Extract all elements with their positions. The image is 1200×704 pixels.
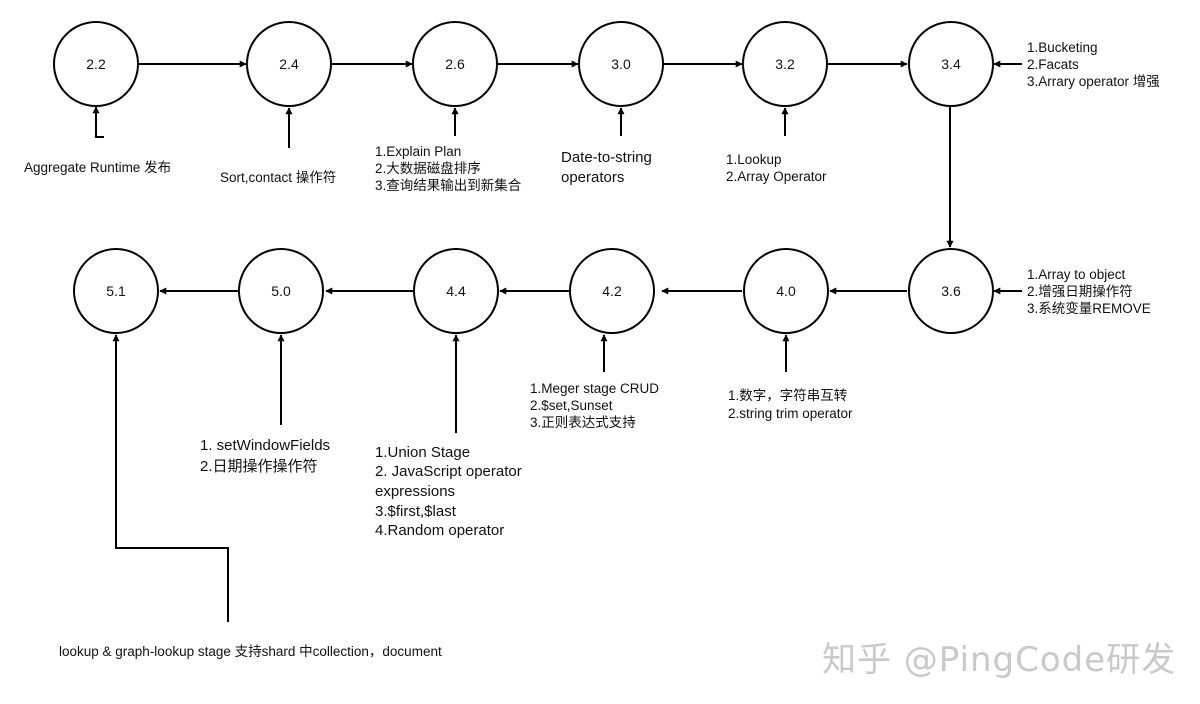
version-label: 4.0	[776, 283, 796, 299]
note-5.0: 1. setWindowFields 2.日期操作操作符	[200, 437, 330, 475]
note-3.4: 1.Bucketing 2.Facats 3.Arrary operator 增…	[1027, 40, 1160, 89]
note-line: Date-to-string	[561, 149, 652, 166]
note-line: 2.大数据磁盘排序	[375, 160, 481, 176]
version-node-4.4: 4.4	[413, 248, 499, 334]
note-line: Sort,contact 操作符	[220, 170, 336, 185]
note-2.4: Sort,contact 操作符	[220, 170, 336, 185]
version-node-3.4: 3.4	[908, 21, 994, 107]
note-arrow-2.2	[92, 106, 104, 138]
note-2.2: Aggregate Runtime 发布	[24, 160, 171, 175]
version-node-2.2: 2.2	[53, 21, 139, 107]
version-label: 3.4	[941, 56, 961, 72]
note-line: 1.Array to object	[1027, 267, 1126, 282]
version-node-3.2: 3.2	[742, 21, 828, 107]
version-node-3.0: 3.0	[578, 21, 664, 107]
note-line: 4.Random operator	[375, 522, 504, 539]
version-node-4.0: 4.0	[743, 248, 829, 334]
note-line: operators	[561, 169, 624, 186]
note-line: 2.string trim operator	[728, 406, 853, 421]
note-4.0: 1.数字，字符串互转 2.string trim operator	[728, 388, 853, 421]
note-line: Aggregate Runtime 发布	[24, 160, 171, 175]
version-label: 2.6	[445, 56, 465, 72]
version-node-4.2: 4.2	[569, 248, 655, 334]
note-line: 1.Lookup	[726, 152, 782, 167]
note-line: 3.Arrary operator 增强	[1027, 74, 1160, 89]
version-label: 3.6	[941, 283, 961, 299]
version-label: 4.2	[602, 283, 622, 299]
note-line: 1.Bucketing	[1027, 40, 1098, 55]
version-label: 5.0	[271, 283, 291, 299]
note-4.4: 1.Union Stage 2. JavaScript operator exp…	[375, 444, 522, 539]
note-line: 3.系统变量REMOVE	[1027, 301, 1151, 316]
version-label: 3.0	[611, 56, 631, 72]
note-line: 3.查询结果输出到新集合	[375, 178, 522, 193]
version-label: 3.2	[775, 56, 795, 72]
version-node-2.4: 2.4	[246, 21, 332, 107]
watermark: 知乎 @PingCode研发	[822, 640, 1177, 680]
note-line: 2.Facats	[1027, 57, 1079, 72]
version-node-2.6: 2.6	[412, 21, 498, 107]
note-5.1: lookup & graph-lookup stage 支持shard 中col…	[59, 644, 442, 659]
note-line: lookup & graph-lookup stage 支持shard 中col…	[59, 644, 442, 659]
note-4.2: 1.Meger stage CRUD 2.$set,Sunset 3.正则表达式…	[530, 381, 659, 430]
note-line: 1.Meger stage CRUD	[530, 381, 659, 396]
note-line: 1.Explain Plan	[375, 144, 461, 159]
note-line: 1.数字，字符串互转	[728, 388, 847, 403]
note-3.6: 1.Array to object 2.增强日期操作符 3.系统变量REMOVE	[1027, 267, 1151, 316]
version-label: 2.2	[86, 56, 106, 72]
note-line: 1. setWindowFields	[200, 437, 330, 454]
note-line: 3.$first,$last	[375, 503, 457, 520]
version-label: 2.4	[279, 56, 299, 72]
note-line: 2.Array Operator	[726, 169, 827, 184]
note-3.2: 1.Lookup 2.Array Operator	[726, 152, 827, 184]
note-3.0: Date-to-string operators	[561, 149, 652, 186]
note-line: 3.正则表达式支持	[530, 415, 636, 430]
note-arrow-5.1	[112, 334, 229, 622]
version-node-3.6: 3.6	[908, 248, 994, 334]
note-line: 2.增强日期操作符	[1027, 284, 1133, 299]
version-node-5.0: 5.0	[238, 248, 324, 334]
note-line: 2. JavaScript operator	[375, 463, 522, 480]
note-line: 2.$set,Sunset	[530, 398, 613, 413]
note-line: 1.Union Stage	[375, 444, 470, 461]
version-label: 5.1	[106, 283, 126, 299]
note-line: expressions	[375, 483, 455, 500]
note-line: 2.日期操作操作符	[200, 458, 318, 475]
version-label: 4.4	[446, 283, 466, 299]
version-node-5.1: 5.1	[73, 248, 159, 334]
note-2.6: 1.Explain Plan 2.大数据磁盘排序 3.查询结果输出到新集合	[375, 144, 522, 193]
